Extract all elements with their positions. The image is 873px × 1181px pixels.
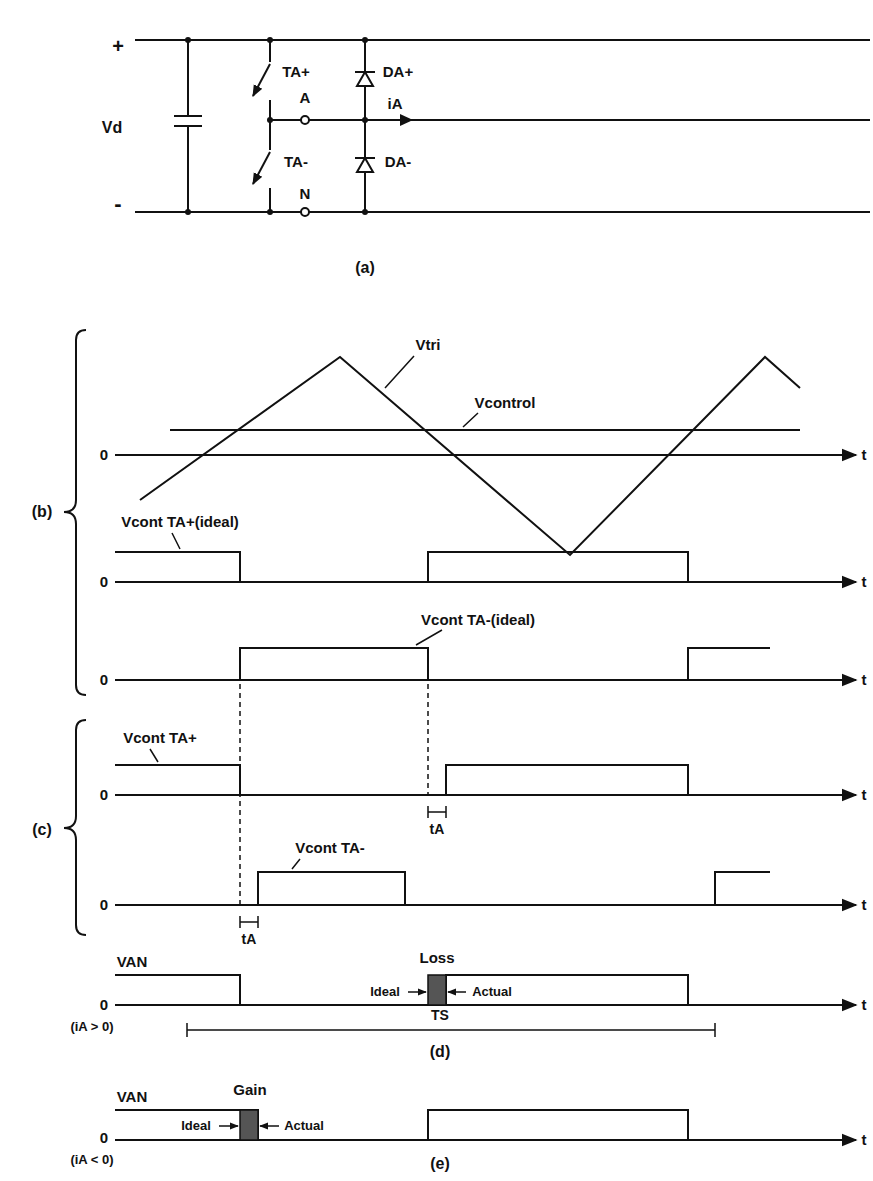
gate-signal [115, 765, 688, 795]
period-marker [187, 1023, 715, 1037]
brace [64, 330, 86, 695]
edge-pointer [408, 991, 426, 993]
signal-label: t [861, 997, 868, 1014]
dead-time-marker [240, 806, 446, 928]
signal-label: (c) [31, 821, 53, 839]
signal-label: (a) [354, 259, 376, 277]
signal-label: (b) [31, 503, 53, 521]
signal-label: iA [387, 96, 404, 113]
signal-label: t [861, 1132, 868, 1149]
diode-symbol [355, 72, 375, 86]
dashed-guide [240, 648, 428, 905]
switch-blade [253, 152, 270, 184]
signal-label: t [861, 447, 868, 464]
signal-label: 0 [99, 672, 109, 689]
current-arrow [400, 114, 413, 126]
signal-label: N [299, 186, 312, 203]
output-voltage [115, 975, 688, 1005]
signal-label: DA- [384, 154, 413, 171]
signal-label: (e) [429, 1155, 451, 1173]
signal-label: TA- [283, 154, 309, 171]
signal-label: Vcont TA- [294, 840, 366, 857]
signal-label: - [113, 192, 122, 216]
switch-leg [270, 40, 870, 212]
signal-label: DA+ [382, 64, 414, 81]
edge-pointer [448, 991, 466, 993]
signal-label: (iA > 0) [69, 1020, 114, 1034]
diode-leg [364, 40, 366, 212]
diode-symbol [355, 158, 375, 172]
signal-label: Actual [471, 985, 513, 999]
loss-area [428, 975, 446, 1005]
signal-label: 0 [99, 787, 109, 804]
signal-label: 0 [99, 447, 109, 464]
signal-label: Vcont TA+(ideal) [120, 514, 240, 531]
junction-dots [185, 37, 368, 215]
signal-label: Vd [101, 119, 123, 137]
terminal [301, 208, 309, 216]
gate-signal [258, 872, 770, 905]
signal-label: Vcont TA+ [122, 730, 197, 747]
signal-label: (d) [429, 1043, 451, 1061]
signal-label: t [861, 787, 868, 804]
signal-label: tA [429, 822, 446, 837]
signal-label: 0 [99, 897, 109, 914]
edge-pointer [219, 1125, 238, 1127]
output-voltage [115, 1110, 688, 1140]
dc-rails [135, 40, 870, 212]
signal-label: t [861, 672, 868, 689]
signal-label: 0 [99, 1130, 109, 1147]
signal-label: t [861, 897, 868, 914]
signal-label: Ideal [180, 1119, 212, 1133]
gain-area [240, 1110, 258, 1140]
signal-label: A [299, 90, 312, 107]
signal-label: Ideal [369, 985, 401, 999]
gate-signal [240, 648, 770, 680]
signal-label: + [111, 35, 125, 57]
control-level [170, 429, 800, 431]
signal-label: Actual [283, 1119, 325, 1133]
signal-label: Gain [232, 1082, 267, 1099]
signal-label: VAN [116, 954, 149, 971]
gate-signal [115, 552, 688, 582]
switch-blade [253, 64, 270, 96]
signal-label: 0 [99, 574, 109, 591]
brace [64, 720, 86, 935]
signal-label: t [861, 574, 868, 591]
capacitor-symbol [174, 40, 202, 212]
signal-label: tA [241, 932, 258, 947]
signal-label: TS [430, 1008, 450, 1023]
signal-label: Vcont TA-(ideal) [420, 612, 536, 629]
signal-label: 0 [99, 997, 109, 1014]
signal-label: Vcontrol [474, 395, 537, 412]
signal-label: Loss [418, 950, 455, 967]
edge-pointer [260, 1125, 279, 1127]
terminal [301, 116, 309, 124]
signal-label: VAN [116, 1089, 149, 1106]
signal-label: TA+ [281, 64, 311, 81]
time-axes [115, 455, 856, 1140]
signal-label: (iA < 0) [69, 1153, 114, 1167]
signal-label: Vtri [414, 337, 441, 354]
